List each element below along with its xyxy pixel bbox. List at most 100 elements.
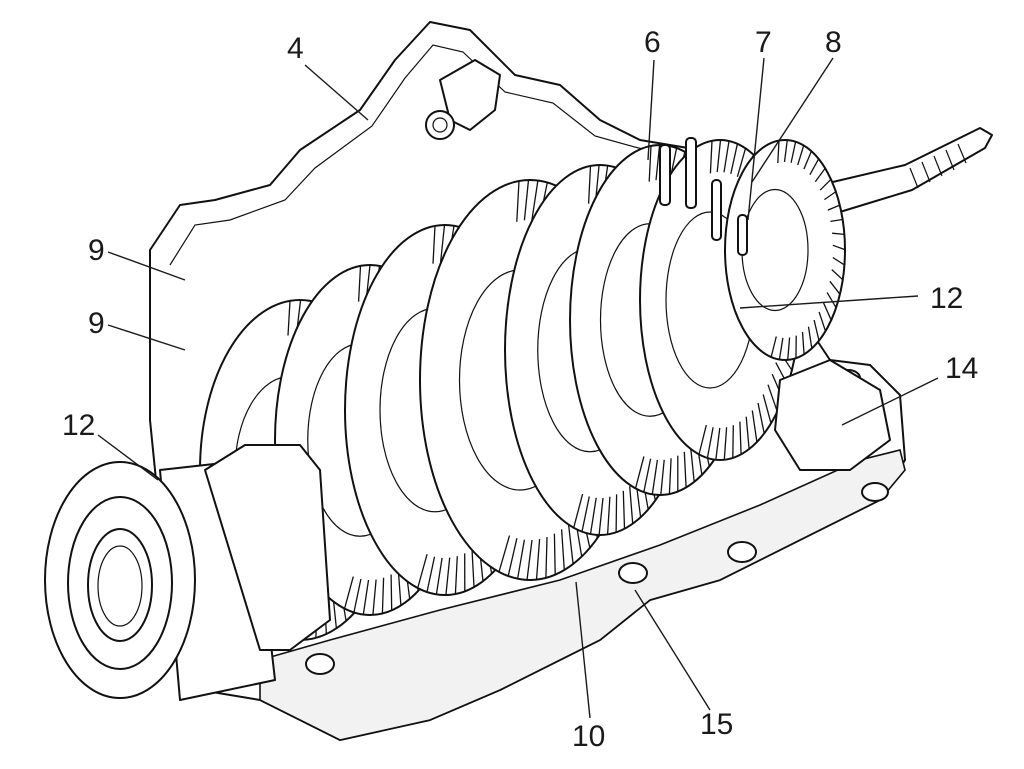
gear-tooth bbox=[516, 539, 526, 579]
input-shaft-hub bbox=[204, 444, 331, 651]
housing-base bbox=[259, 449, 906, 741]
gear-tooth bbox=[730, 143, 739, 174]
callout-15: 15 bbox=[700, 708, 733, 741]
gear-tooth bbox=[573, 493, 584, 528]
shift-rails bbox=[659, 137, 748, 256]
gear-tooth bbox=[757, 402, 765, 434]
gear-tooth bbox=[739, 421, 742, 455]
gear-tooth bbox=[715, 427, 721, 460]
gear-tooth bbox=[526, 539, 533, 580]
gear-body bbox=[724, 139, 846, 361]
gear-tooth bbox=[736, 148, 747, 177]
detent-spring-coil-inner bbox=[432, 117, 448, 133]
gear-tooth bbox=[709, 140, 713, 174]
callout-9b: 9 bbox=[88, 307, 105, 340]
gear-tooth bbox=[751, 410, 758, 443]
gear-tooth bbox=[507, 538, 518, 577]
leader-9a bbox=[107, 251, 186, 281]
leader-14 bbox=[841, 377, 939, 426]
leader-7 bbox=[747, 57, 765, 221]
gear-tooth bbox=[689, 446, 695, 482]
gear-tooth bbox=[381, 577, 385, 614]
gear-tooth bbox=[471, 549, 475, 588]
gear-tooth bbox=[832, 256, 845, 266]
gear-tooth bbox=[439, 224, 446, 263]
gear-tooth bbox=[767, 384, 778, 412]
gear-tooth bbox=[762, 394, 772, 424]
base-bolt-hole bbox=[305, 653, 335, 675]
rear-differential-housing bbox=[774, 359, 891, 471]
gear-tooth bbox=[432, 225, 436, 264]
gear-tooth bbox=[832, 244, 846, 251]
leader-8 bbox=[751, 57, 834, 183]
gear-tooth bbox=[783, 140, 788, 163]
gear-tooth bbox=[668, 458, 672, 495]
gear-tooth bbox=[362, 579, 370, 615]
gear-tooth bbox=[435, 557, 443, 595]
gear-tooth bbox=[787, 337, 791, 360]
gear-tooth bbox=[683, 451, 687, 488]
gear-tooth bbox=[426, 556, 436, 593]
gear-tooth bbox=[824, 191, 837, 201]
gear-tooth bbox=[589, 497, 597, 535]
gear-tooth bbox=[651, 459, 659, 495]
base-bolt-hole bbox=[861, 482, 889, 502]
gear-tooth bbox=[357, 265, 362, 302]
callout-7: 7 bbox=[755, 26, 772, 59]
leader-4 bbox=[304, 64, 369, 121]
gear-tooth bbox=[814, 167, 826, 183]
gear-tooth bbox=[629, 486, 634, 524]
callout-9a: 9 bbox=[88, 234, 105, 267]
gear-tooth bbox=[809, 158, 820, 176]
gear-tooth bbox=[634, 456, 645, 489]
detent-spring-coil bbox=[425, 110, 455, 140]
gear-tooth bbox=[287, 300, 291, 336]
gear-tooth bbox=[560, 529, 565, 571]
gear-tooth bbox=[516, 180, 520, 222]
gear-tooth bbox=[523, 179, 530, 221]
callout-14: 14 bbox=[945, 352, 978, 385]
gear-tooth bbox=[829, 280, 841, 295]
gear-tooth bbox=[553, 533, 556, 575]
gear-tooth bbox=[826, 292, 837, 309]
gear-tooth bbox=[832, 232, 845, 236]
gear-tooth bbox=[615, 494, 618, 533]
gear-tooth bbox=[698, 424, 707, 455]
housing-flange-inner bbox=[169, 44, 761, 266]
gear-stack bbox=[199, 139, 846, 641]
gear-tooth bbox=[745, 416, 750, 450]
output-shaft-splines bbox=[909, 143, 967, 189]
gear-tooth bbox=[643, 458, 652, 493]
output-shaft bbox=[819, 127, 993, 216]
gear-tooth bbox=[818, 311, 827, 332]
gear-tooth bbox=[797, 145, 805, 166]
gear-tooth bbox=[445, 557, 451, 596]
gear-tooth bbox=[723, 427, 728, 460]
gear-tooth bbox=[545, 536, 548, 578]
gear-tooth bbox=[827, 204, 841, 211]
gear-tooth bbox=[790, 141, 797, 163]
gear-tooth bbox=[454, 556, 458, 595]
gear-tooth bbox=[660, 459, 665, 496]
gear-tooth bbox=[716, 139, 722, 173]
gear-tooth bbox=[813, 319, 820, 341]
gear-tooth bbox=[706, 427, 714, 459]
gear-tooth bbox=[770, 336, 777, 358]
gear-tooth bbox=[535, 539, 541, 580]
helical-gear bbox=[724, 139, 846, 361]
gear-tooth bbox=[531, 180, 539, 221]
gear-tooth bbox=[417, 554, 428, 589]
input-bearing bbox=[44, 459, 276, 701]
gear-tooth bbox=[801, 331, 805, 355]
gear-tooth bbox=[819, 178, 832, 191]
leader-10 bbox=[575, 581, 591, 719]
gear-tooth bbox=[622, 490, 626, 529]
gear-tooth bbox=[822, 302, 832, 321]
leader-12a bbox=[97, 434, 159, 481]
gear-tooth bbox=[831, 269, 844, 281]
callout-4: 4 bbox=[287, 32, 304, 65]
gear-tooth bbox=[598, 497, 604, 536]
gear-tooth bbox=[732, 425, 734, 459]
